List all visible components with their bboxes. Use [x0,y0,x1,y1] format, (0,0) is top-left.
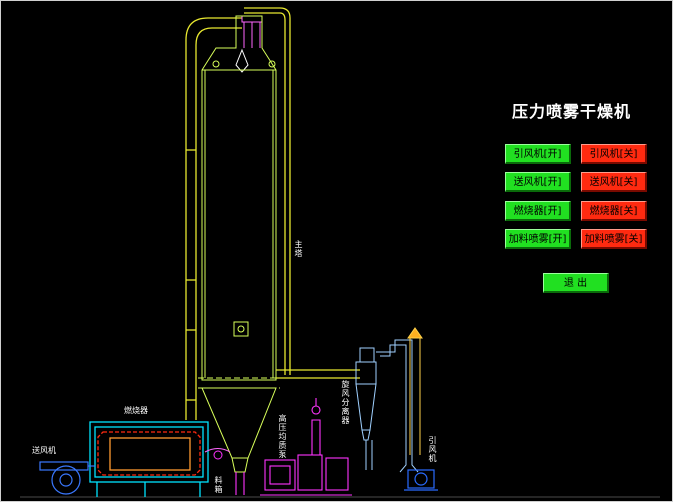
exit-button[interactable]: 退 出 [543,273,609,293]
burner-furnace [89,421,209,497]
material-box [204,448,231,460]
blower [39,461,95,495]
burner-off-button[interactable]: 燃烧器[关] [581,201,647,221]
induced-fan [404,469,438,491]
blower-label: 送风机 [32,446,56,455]
feed-spray-on-button[interactable]: 加料喷雾[开] [505,229,571,249]
exhaust-chimney [407,327,423,455]
burner-on-button[interactable]: 燃烧器[开] [505,201,571,221]
cyclone-separator [355,339,419,473]
feed-spray-off-button[interactable]: 加料喷雾[关] [581,229,647,249]
cyclone-label: 旋风分离器 [341,380,350,425]
burner-label: 燃烧器 [124,406,148,415]
exhaust-duct [276,369,360,379]
high-pressure-pump [235,398,352,496]
blower-off-button[interactable]: 送风机[关] [581,172,647,192]
blower-on-button[interactable]: 送风机[开] [505,172,571,192]
induced-fan-label: 引风机 [428,436,437,463]
induced-fan-off-button[interactable]: 引风机[关] [581,144,647,164]
page-title: 压力喷雾干燥机 [512,102,632,121]
main-tower-label: 主塔 [294,240,303,258]
hot-air-duct [185,7,291,420]
induced-fan-on-button[interactable]: 引风机[开] [505,144,571,164]
material-box-label: 料箱 [214,476,223,494]
main-tower [198,15,280,473]
high-pressure-pump-label: 高压均质泵 [278,414,287,459]
